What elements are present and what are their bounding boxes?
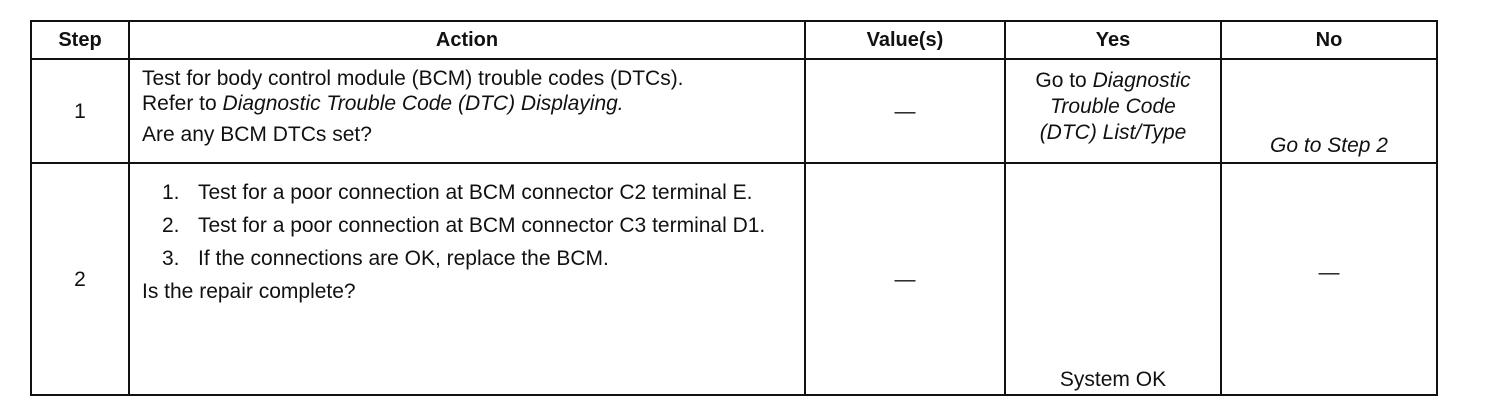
substep-number: 3. — [162, 247, 180, 270]
action-text: Test for body control module (BCM) troub… — [142, 67, 684, 90]
yes-link-part: Diagnostic — [1092, 69, 1191, 92]
substep-number: 1. — [162, 181, 180, 204]
header-row: Step Action Value(s) Yes No — [30, 20, 1438, 60]
table-row: 2 1. Test for a poor connection at BCM co… — [30, 162, 1438, 396]
substep-text: Test for a poor connection at BCM connec… — [198, 181, 753, 204]
diagnostic-table: Step Action Value(s) Yes No 1 Test for b… — [30, 20, 1438, 396]
action-question: Is the repair complete? — [142, 280, 356, 303]
no-reference: Go to Step 2 — [1270, 134, 1388, 157]
substep-number: 2. — [162, 214, 180, 237]
substep-list: 1. Test for a poor connection at BCM conn… — [142, 180, 794, 271]
list-item: 3. If the connections are OK, replace the… — [142, 246, 794, 271]
substep-text: If the connections are OK, replace the B… — [198, 247, 609, 270]
yes-prefix: Go to — [1035, 69, 1093, 92]
action-question: Are any BCM DTCs set? — [142, 123, 372, 146]
header-yes: Yes — [1004, 20, 1222, 60]
action-cell: 1. Test for a poor connection at BCM conn… — [128, 162, 806, 396]
yes-cell: System OK — [1004, 162, 1222, 396]
table-row: 1 Test for body control module (BCM) tro… — [30, 58, 1438, 164]
no-cell: — — [1220, 162, 1438, 396]
value-cell: — — [804, 58, 1006, 164]
value-cell: — — [804, 162, 1006, 396]
step-number: 2 — [30, 162, 130, 396]
yes-cell: Go to Diagnostic Trouble Code (DTC) List… — [1004, 58, 1222, 164]
step-number: 1 — [30, 58, 130, 164]
header-values: Value(s) — [804, 20, 1006, 60]
reference-link: Diagnostic Trouble Code (DTC) Displaying… — [222, 92, 624, 115]
yes-link-part: (DTC) List/Type — [1039, 121, 1187, 144]
header-no: No — [1220, 20, 1438, 60]
list-item: 1. Test for a poor connection at BCM conn… — [142, 180, 794, 205]
no-result: — — [1318, 261, 1340, 284]
yes-reference: Go to Diagnostic Trouble Code (DTC) List… — [1006, 68, 1220, 146]
header-step: Step — [30, 20, 130, 60]
reference-prefix: Refer to — [142, 92, 223, 115]
no-cell: Go to Step 2 — [1220, 58, 1438, 164]
list-item: 2. Test for a poor connection at BCM conn… — [142, 213, 794, 238]
action-cell: Test for body control module (BCM) troub… — [128, 58, 806, 164]
header-action: Action — [128, 20, 806, 60]
action-reference: Refer to Diagnostic Trouble Code (DTC) D… — [142, 91, 794, 116]
yes-link-part: Trouble Code — [1050, 95, 1176, 118]
substep-text: Test for a poor connection at BCM connec… — [198, 214, 766, 237]
yes-result: System OK — [1059, 368, 1167, 391]
